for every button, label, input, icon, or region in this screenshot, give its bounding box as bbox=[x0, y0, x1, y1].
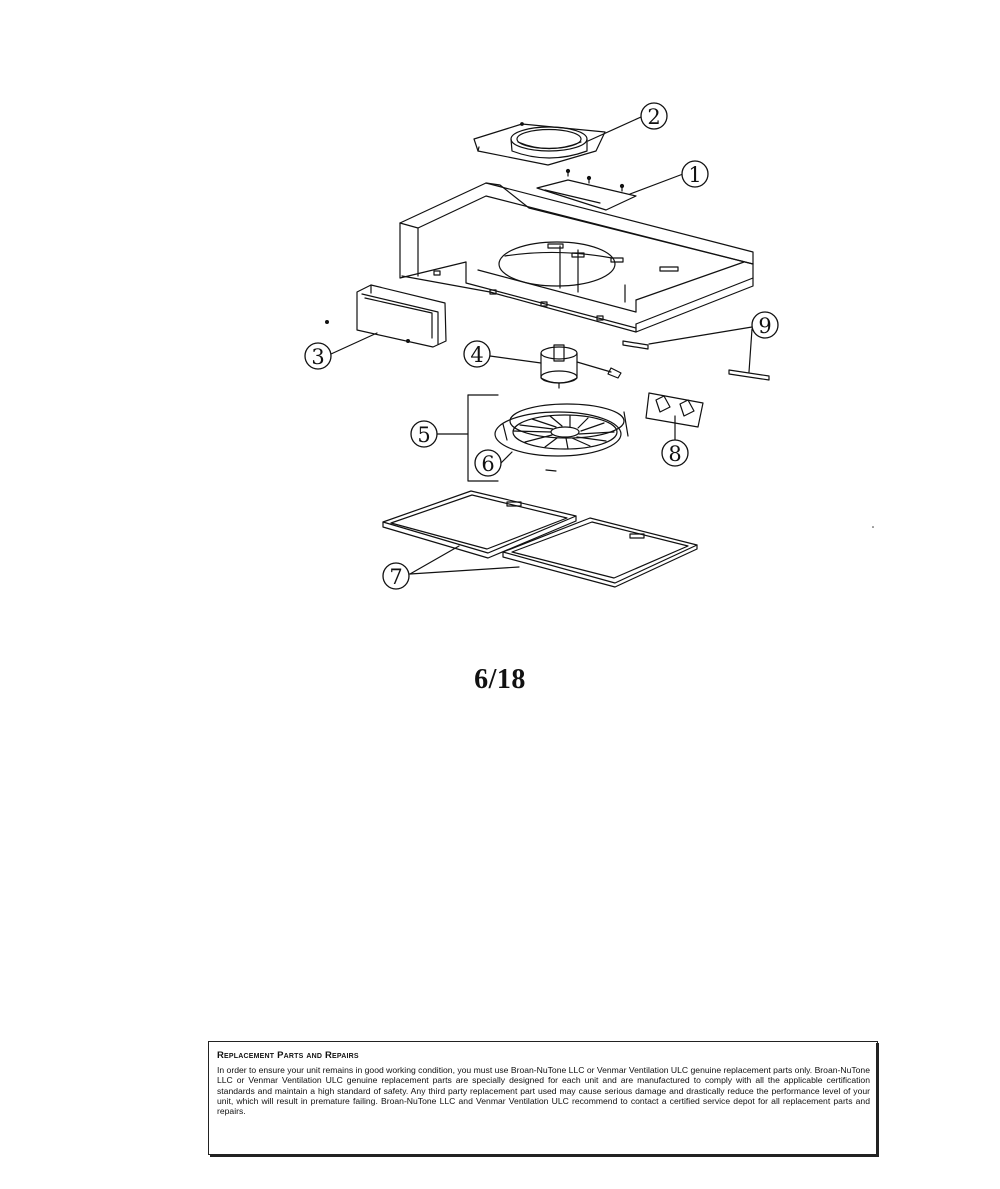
callout-8: 8 bbox=[661, 439, 689, 467]
control-switch-part bbox=[645, 392, 704, 428]
page-number: 6/18 bbox=[474, 664, 526, 695]
callout-2: 2 bbox=[640, 102, 668, 130]
svg-text:8: 8 bbox=[668, 442, 681, 466]
svg-text:9: 9 bbox=[758, 314, 771, 338]
callout-1: 1 bbox=[681, 160, 709, 188]
filter-box-part bbox=[325, 284, 447, 348]
callout-5: 5 bbox=[410, 420, 438, 448]
callout-6: 6 bbox=[474, 449, 502, 477]
callout-leaders bbox=[330, 116, 753, 575]
exploded-parts-diagram: 2 1 9 4 3 5 8 6 7 bbox=[304, 102, 874, 590]
svg-text:2: 2 bbox=[647, 105, 660, 129]
bracket-part bbox=[622, 340, 770, 381]
range-hood-body bbox=[399, 182, 754, 333]
notice-title: Replacement Parts and Repairs bbox=[217, 1050, 359, 1061]
svg-text:7: 7 bbox=[389, 565, 402, 589]
notice-body: In order to ensure your unit remains in … bbox=[217, 1065, 870, 1117]
svg-text:4: 4 bbox=[470, 343, 483, 367]
grease-filter-part bbox=[382, 490, 698, 588]
callout-9: 9 bbox=[751, 311, 779, 339]
replacement-parts-notice: Replacement Parts and Repairs In order t… bbox=[208, 1041, 878, 1155]
svg-text:1: 1 bbox=[688, 163, 701, 187]
scan-mark bbox=[872, 526, 874, 528]
svg-text:5: 5 bbox=[417, 423, 430, 447]
callout-7: 7 bbox=[382, 562, 410, 590]
callout-3: 3 bbox=[304, 342, 332, 370]
notice-box-shadow bbox=[210, 1155, 879, 1157]
duct-collar-part bbox=[473, 122, 606, 166]
blower-wheel-part bbox=[467, 394, 629, 482]
damper-plate-part bbox=[536, 168, 637, 211]
svg-text:3: 3 bbox=[311, 345, 324, 369]
svg-text:6: 6 bbox=[481, 452, 494, 476]
motor-part bbox=[540, 344, 622, 389]
callout-4: 4 bbox=[463, 340, 491, 368]
